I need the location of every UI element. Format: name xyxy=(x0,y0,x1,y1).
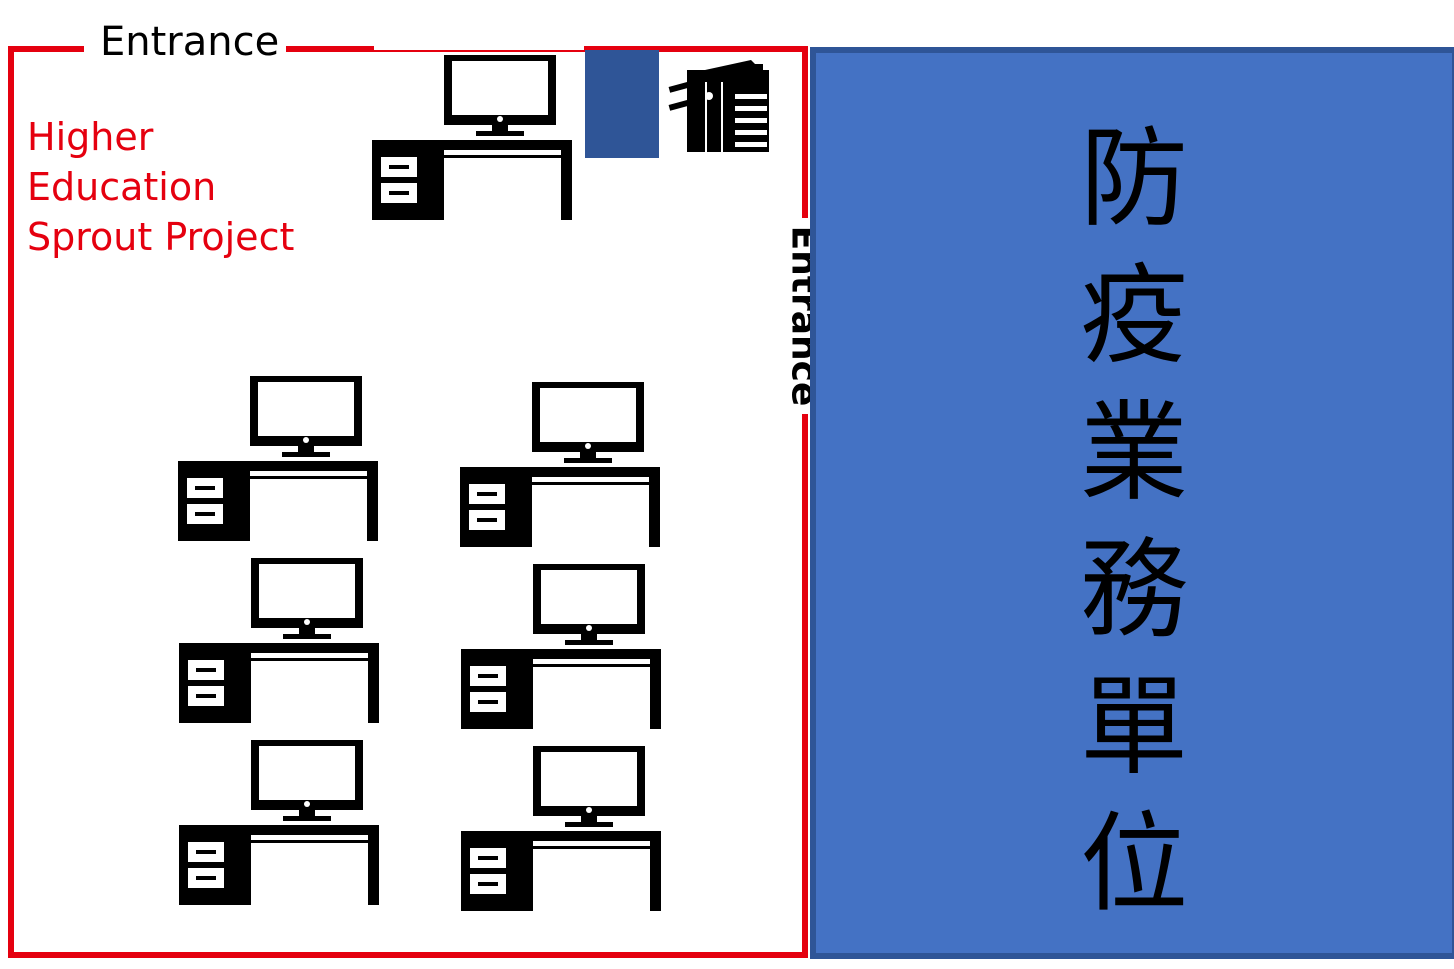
unit-label-char: 疫 xyxy=(1079,254,1188,379)
computer-desk-icon xyxy=(179,558,379,723)
entrance-label-top: Entrance xyxy=(100,19,280,65)
unit-label-char: 防 xyxy=(1079,117,1188,242)
unit-label: 防疫業務單位 xyxy=(816,111,1452,933)
computer-desk-icon xyxy=(179,740,379,905)
printer-icon xyxy=(665,56,775,156)
computer-desk-icon xyxy=(461,746,661,911)
project-label-line: Sprout Project xyxy=(27,215,295,259)
top-entrance-gap xyxy=(84,36,286,60)
epidemic-prevention-unit: 防疫業務單位 xyxy=(810,47,1454,959)
top-wall-gap xyxy=(374,36,584,50)
unit-label-char: 單 xyxy=(1079,665,1188,790)
computer-desk-icon xyxy=(372,55,572,220)
computer-desk-icon xyxy=(460,382,660,547)
project-label: Higher Education Sprout Project xyxy=(27,112,357,262)
project-label-line: Higher xyxy=(27,115,154,159)
unit-label-char: 業 xyxy=(1079,391,1188,516)
unit-label-char: 務 xyxy=(1079,528,1188,653)
computer-desk-icon xyxy=(461,564,661,729)
project-label-line: Education xyxy=(27,165,217,209)
computer-desk-icon xyxy=(178,376,378,541)
cabinet xyxy=(585,50,659,158)
unit-label-char: 位 xyxy=(1079,802,1188,927)
